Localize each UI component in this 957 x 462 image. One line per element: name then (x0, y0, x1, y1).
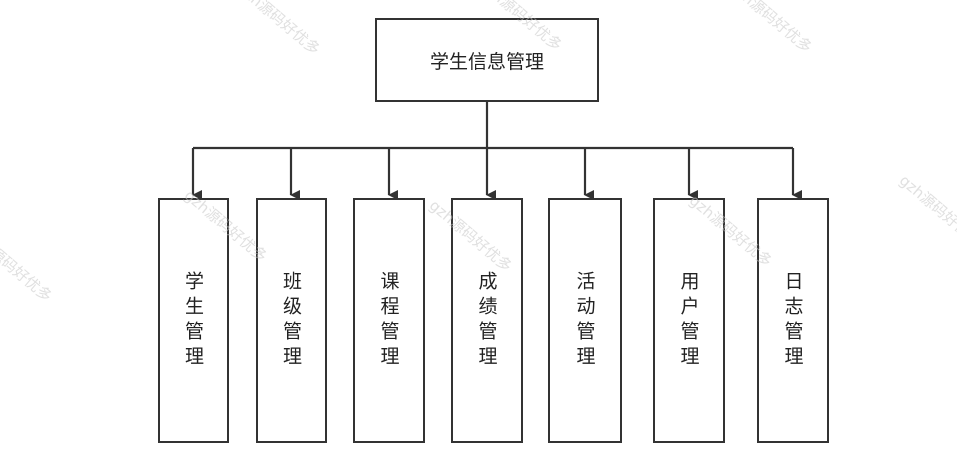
root-node: 学生信息管理 (375, 18, 599, 102)
child-node-activity: 活动管理 (548, 198, 622, 443)
child-node-student: 学生管理 (158, 198, 229, 443)
child-node-label: 班级管理 (280, 270, 302, 371)
root-node-label: 学生信息管理 (429, 50, 544, 73)
child-node-log: 日志管理 (757, 198, 829, 443)
child-node-label: 课程管理 (377, 270, 400, 371)
child-node-user: 用户管理 (653, 198, 725, 443)
child-node-grade: 成绩管理 (451, 198, 523, 443)
child-node-label: 成绩管理 (475, 270, 498, 371)
child-node-class: 班级管理 (256, 198, 327, 443)
child-node-label: 活动管理 (573, 270, 596, 371)
child-node-label: 学生管理 (182, 270, 204, 371)
child-node-label: 日志管理 (781, 270, 804, 371)
child-node-label: 用户管理 (677, 270, 700, 371)
child-node-course: 课程管理 (353, 198, 425, 443)
